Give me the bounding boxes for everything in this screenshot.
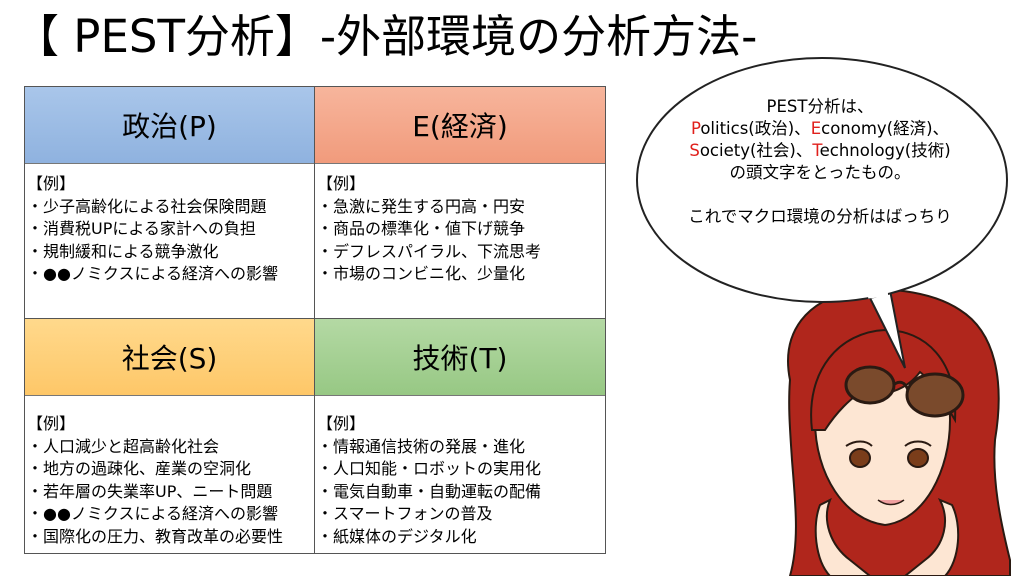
list-item: ・商品の標準化・値下げ競争 [317,219,526,238]
list-item: ・少子高齢化による社会保険問題 [27,196,267,216]
example-label: 【例】 [27,174,76,193]
list-item: ・若年層の失業率UP、ニート問題 [27,481,273,501]
list-item: ・デフレスパイラル、下流思考 [317,241,542,261]
bubble-line: Politics(政治)、Economy(経済)、 [640,118,1000,140]
pest-grid: 政治(P) 【例】 ・少子高齢化による社会保険問題 ・消費税UPによる家計への負… [24,86,606,554]
technology-cell: 技術(T) 【例】 ・情報通信技術の発展・進化 ・人口知能・ロボットの実用化 ・… [315,319,605,553]
list-item: ・規制緩和による競争激化 [27,241,219,261]
list-item: ・情報通信技術の発展・進化 [317,436,526,456]
list-item: ・地方の過疎化、産業の空洞化 [27,459,252,478]
speech-bubble [636,57,1008,369]
economy-examples: 【例】 ・急激に発生する円高・円安 ・商品の標準化・値下げ競争 ・デフレスパイラ… [317,173,603,286]
example-label: 【例】 [27,414,76,433]
list-item: ・消費税UPによる家計への負担 [27,219,256,238]
politics-cell: 政治(P) 【例】 ・少子高齢化による社会保険問題 ・消費税UPによる家計への負… [25,87,315,319]
bubble-text: PEST分析は、 Politics(政治)、Economy(経済)、 Socie… [640,96,1000,228]
initial-p: P [690,119,701,138]
initial-e: E [810,119,822,138]
list-item: ・人口知能・ロボットの実用化 [317,459,542,478]
initial-s: S [689,141,700,160]
character-illustration [787,278,1011,576]
bubble-line: Society(社会)、Technology(技術) [640,140,1000,162]
economy-header: E(経済) [315,87,605,164]
bubble-line: の頭文字をとったもの。 [729,163,911,182]
society-header: 社会(S) [25,319,314,396]
bubble-line: これでマクロ環境の分析はばっちり [688,207,952,226]
example-label: 【例】 [317,414,366,433]
society-cell: 社会(S) 【例】 ・人口減少と超高齢化社会 ・地方の過疎化、産業の空洞化 ・若… [25,319,315,553]
example-label: 【例】 [317,174,366,193]
list-item: ・人口減少と超高齢化社会 [27,436,220,456]
page-title: 【 PEST分析】-外部環境の分析方法- [14,10,758,63]
list-item: ・スマートフォンの普及 [317,504,493,523]
initial-t: T [812,141,820,160]
list-item: ・急激に発生する円高・円安 [317,196,526,216]
society-word: ociety(社会)、 [699,141,813,160]
economy-cell: E(経済) 【例】 ・急激に発生する円高・円安 ・商品の標準化・値下げ競争 ・デ… [315,87,605,319]
economy-word: conomy(経済)、 [821,119,950,138]
list-item: ・国際化の圧力、教育改革の必要性 [27,526,284,546]
sunglasses-icon [844,365,965,418]
technology-word: echnology(技術) [819,141,951,160]
technology-examples: 【例】 ・情報通信技術の発展・進化 ・人口知能・ロボットの実用化 ・電気自動車・… [317,413,603,548]
list-item: ・紙媒体のデジタル化 [317,526,477,546]
society-examples: 【例】 ・人口減少と超高齢化社会 ・地方の過疎化、産業の空洞化 ・若年層の失業率… [27,413,312,548]
bubble-line: PEST分析は、 [766,97,874,116]
politics-header: 政治(P) [25,87,314,164]
list-item: ・●●ノミクスによる経済への影響 [27,264,278,283]
list-item: ・電気自動車・自動運転の配備 [317,481,542,501]
list-item: ・市場のコンビニ化、少量化 [317,264,526,283]
politics-examples: 【例】 ・少子高齢化による社会保険問題 ・消費税UPによる家計への負担 ・規制緩… [27,173,312,286]
technology-header: 技術(T) [315,319,605,396]
politics-word: olitics(政治)、 [700,119,811,138]
list-item: ・●●ノミクスによる経済への影響 [27,504,278,523]
